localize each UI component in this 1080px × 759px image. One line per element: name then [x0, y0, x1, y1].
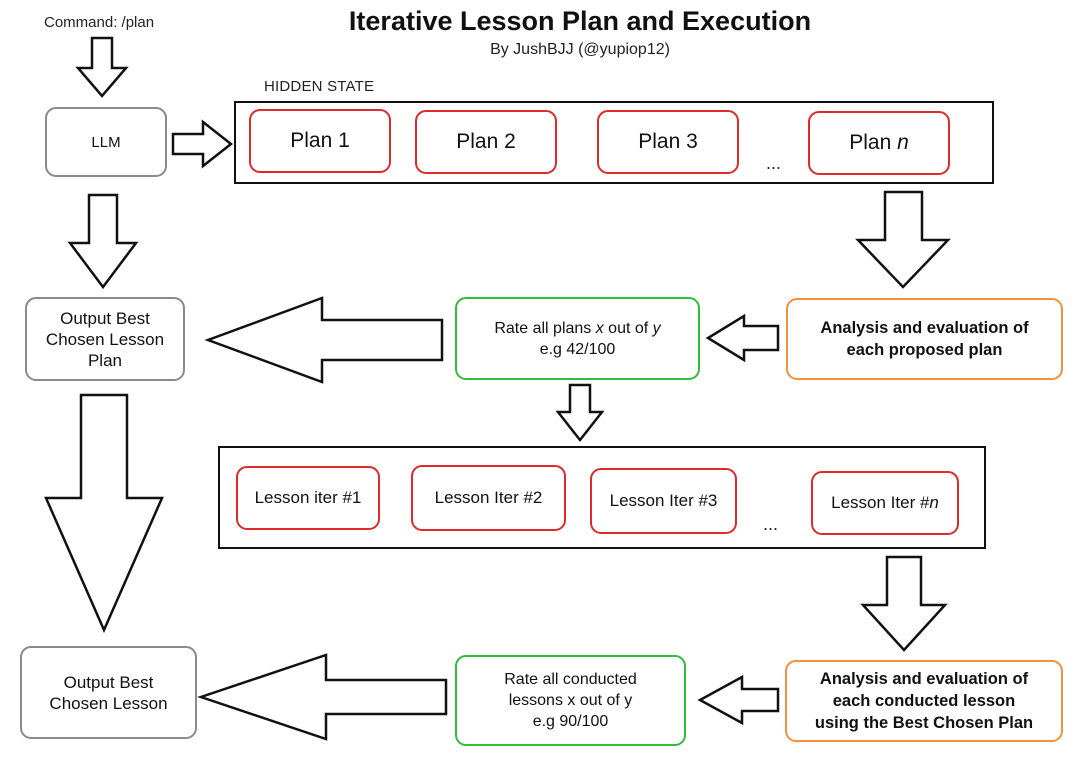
analysis-plans-line-1: Analysis and evaluation of: [820, 319, 1029, 337]
lesson-iter-n-box: Lesson Iter #n: [811, 471, 959, 535]
arrow-llm-to-output-plan: [67, 193, 139, 290]
arrow-llm-to-hidden: [171, 119, 234, 169]
rate-plans-mid: out of: [603, 319, 653, 337]
lesson-iter-2-label: Lesson Iter #2: [434, 488, 543, 507]
llm-label: LLM: [91, 133, 121, 151]
lessons-ellipsis: ...: [763, 514, 779, 534]
hidden-state-label: HIDDEN STATE: [264, 78, 375, 95]
rate-plans-y: y: [652, 319, 661, 337]
output-plan-line-3: Plan: [87, 350, 122, 370]
lesson-iter-n-prefix: Lesson Iter #: [831, 493, 930, 512]
analysis-lessons-line-3: using the Best Chosen Plan: [814, 714, 1034, 732]
rate-plans-x: x: [595, 319, 604, 337]
arrow-command-to-llm: [75, 36, 129, 98]
analysis-plans-text: Analysis and evaluation of each proposed…: [820, 317, 1028, 361]
plan-1-box: Plan 1: [249, 109, 391, 173]
analysis-lessons-line-1: Analysis and evaluation of: [819, 670, 1029, 688]
output-lesson-line-2: Chosen Lesson: [49, 693, 168, 713]
rate-lessons-text: Rate all conducted lessons x out of y e.…: [504, 669, 637, 732]
lesson-iter-1-label: Lesson iter #1: [254, 488, 362, 507]
analysis-lessons-line-2: each conducted lesson: [832, 692, 1016, 710]
rate-plans-prefix: Rate all plans: [494, 319, 596, 337]
plan-3-box: Plan 3: [597, 110, 739, 174]
arrow-rate-to-lessons: [555, 383, 605, 443]
analysis-lessons-text: Analysis and evaluation of each conducte…: [815, 668, 1033, 734]
diagram-title: Iterative Lesson Plan and Execution: [348, 6, 812, 36]
lesson-iter-n-label: Lesson Iter #n: [831, 493, 939, 513]
analysis-plans-line-2: each proposed plan: [846, 341, 1003, 359]
plan-3-label: Plan 3: [638, 130, 698, 153]
rate-lessons-line-1: Rate all conducted: [504, 671, 637, 688]
output-plan-line-1: Output Best: [60, 308, 150, 328]
command-label: Command: /plan: [44, 14, 155, 31]
rate-plans-text: Rate all plans x out of y e.g 42/100: [494, 318, 660, 360]
output-lesson-line-1: Output Best: [63, 672, 154, 692]
arrow-output-plan-to-output-lesson: [44, 393, 164, 634]
lesson-iter-3-label: Lesson Iter #3: [609, 491, 718, 510]
plan-n-box: Plan n: [808, 111, 950, 175]
output-lesson-box: Output Best Chosen Lesson: [20, 646, 197, 739]
rate-plans-box: Rate all plans x out of y e.g 42/100: [455, 297, 700, 380]
plan-n-variable: n: [897, 131, 909, 154]
plans-ellipsis: ...: [766, 153, 782, 173]
arrow-analysis-to-rate-lessons: [697, 674, 780, 726]
lesson-iter-1-box: Lesson iter #1: [236, 466, 380, 530]
analysis-plans-box: Analysis and evaluation of each proposed…: [786, 298, 1063, 380]
rate-lessons-box: Rate all conducted lessons x out of y e.…: [455, 655, 686, 746]
diagram-subtitle: By JushBJJ (@yupiop12): [490, 41, 670, 58]
analysis-lessons-box: Analysis and evaluation of each conducte…: [785, 660, 1063, 742]
lesson-iter-n-variable: n: [929, 493, 939, 512]
arrow-rate-to-output-plan: [204, 296, 444, 384]
plan-n-prefix: Plan: [849, 131, 898, 154]
lesson-iter-2-box: Lesson Iter #2: [411, 465, 566, 531]
rate-lessons-line-2: lessons x out of y: [508, 692, 633, 709]
arrow-hidden-to-analysis: [855, 190, 951, 289]
plan-2-box: Plan 2: [415, 110, 557, 174]
rate-plans-line-1: Rate all plans x out of y: [494, 318, 660, 339]
rate-lessons-line-3: e.g 90/100: [532, 713, 609, 730]
rate-plans-example: e.g 42/100: [539, 340, 616, 358]
output-plan-text: Output Best Chosen Lesson Plan: [46, 308, 164, 371]
plan-n-label: Plan n: [849, 131, 909, 155]
arrow-analysis-to-rate: [705, 313, 780, 363]
llm-box: LLM: [45, 107, 167, 177]
lesson-iter-3-box: Lesson Iter #3: [590, 468, 737, 534]
arrow-rate-lessons-to-output: [197, 653, 448, 741]
plan-1-label: Plan 1: [290, 129, 350, 152]
output-lesson-text: Output Best Chosen Lesson: [49, 672, 167, 714]
output-plan-line-2: Chosen Lesson: [45, 329, 165, 349]
arrow-lessons-to-analysis: [860, 555, 948, 652]
plan-2-label: Plan 2: [456, 130, 516, 153]
output-plan-box: Output Best Chosen Lesson Plan: [25, 297, 185, 381]
